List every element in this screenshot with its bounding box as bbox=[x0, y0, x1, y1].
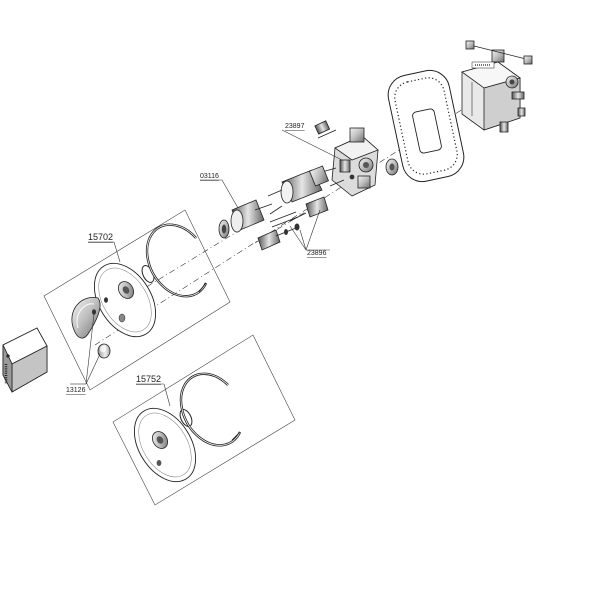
rough-in-box bbox=[387, 40, 533, 183]
diverter-cartridge bbox=[218, 165, 330, 239]
label-13126: 13126 bbox=[66, 387, 86, 394]
label-23896: 23896 bbox=[307, 250, 327, 257]
spindle-extension-set bbox=[257, 196, 329, 251]
label-03116: 03116 bbox=[200, 173, 219, 180]
label-15752: 15752 bbox=[136, 374, 161, 384]
kit-15752-frame bbox=[112, 334, 296, 506]
leader-lines bbox=[70, 129, 343, 407]
adjustment-tool-box bbox=[2, 327, 48, 393]
valve-body bbox=[314, 120, 399, 197]
label-23897: 23897 bbox=[285, 123, 305, 130]
kit-15702-frame bbox=[43, 209, 231, 391]
label-15702: 15702 bbox=[88, 232, 113, 242]
